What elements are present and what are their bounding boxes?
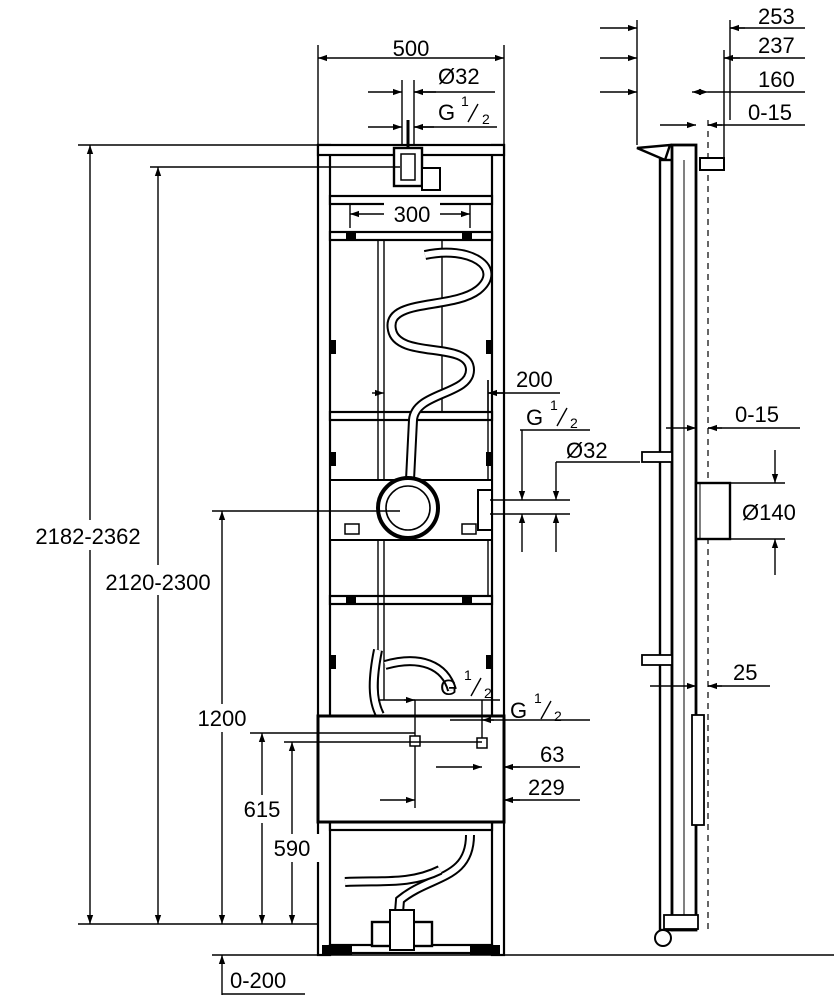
cistern-box (316, 714, 506, 824)
thread-mid-numerator: 1 (550, 397, 558, 413)
dim-590-label: 590 (274, 836, 311, 861)
cross-rail-4 (328, 594, 494, 606)
dim-615-label: 615 (244, 797, 281, 822)
thread-low-left-numerator: 1 (464, 667, 472, 683)
front-dimensions: 500 Ø32 G 1 2 300 200 G 1 2 (20, 36, 834, 995)
thread-low-right-label: G (510, 698, 527, 723)
dim-2182-2362-label: 2182-2362 (35, 524, 140, 549)
dim-500-label: 500 (393, 36, 430, 61)
cross-rail-2 (328, 230, 494, 242)
dim-2120-2300-label: 2120-2300 (105, 570, 210, 595)
right-post (490, 143, 506, 957)
dim-229-label: 229 (528, 775, 565, 800)
side-25-label: 25 (733, 660, 757, 685)
side-0-15-mid-label: 0-15 (735, 402, 779, 427)
thread-mid-denominator: 2 (570, 415, 578, 431)
side-237-label: 237 (758, 33, 795, 58)
dim-1200-label: 1200 (198, 706, 247, 731)
left-post (316, 143, 332, 957)
side-dimensions: 253 237 160 0-15 0-15 Ø140 25 (600, 4, 805, 690)
side-pan-connector (694, 481, 732, 541)
front-view (316, 120, 506, 957)
thread-low-right-numerator: 1 (534, 690, 542, 706)
thread-low-right-denominator: 2 (554, 708, 562, 724)
side-0-15-top-label: 0-15 (748, 100, 792, 125)
side-dia140-label: Ø140 (742, 500, 796, 525)
dim-0-200-label: 0-200 (230, 968, 286, 993)
side-frame-profile (658, 158, 674, 932)
side-253-label: 253 (758, 4, 795, 29)
dim-300-label: 300 (394, 202, 431, 227)
thread-low-left-label: G (440, 675, 457, 700)
dim-200-label: 200 (516, 367, 553, 392)
side-160-label: 160 (758, 67, 795, 92)
flexible-hose-upper (386, 247, 493, 481)
thread-top-numerator: 1 (461, 93, 469, 109)
thread-low-left-denominator: 2 (484, 685, 492, 701)
dim-63-label: 63 (540, 742, 564, 767)
thread-top-denominator: 2 (482, 111, 490, 127)
dim-dia32-top-label: Ø32 (438, 64, 480, 89)
thread-mid-label: G (526, 405, 543, 430)
dim-dia32-mid-label: Ø32 (566, 438, 608, 463)
side-view (636, 20, 732, 947)
thread-top-label: G (438, 100, 455, 125)
